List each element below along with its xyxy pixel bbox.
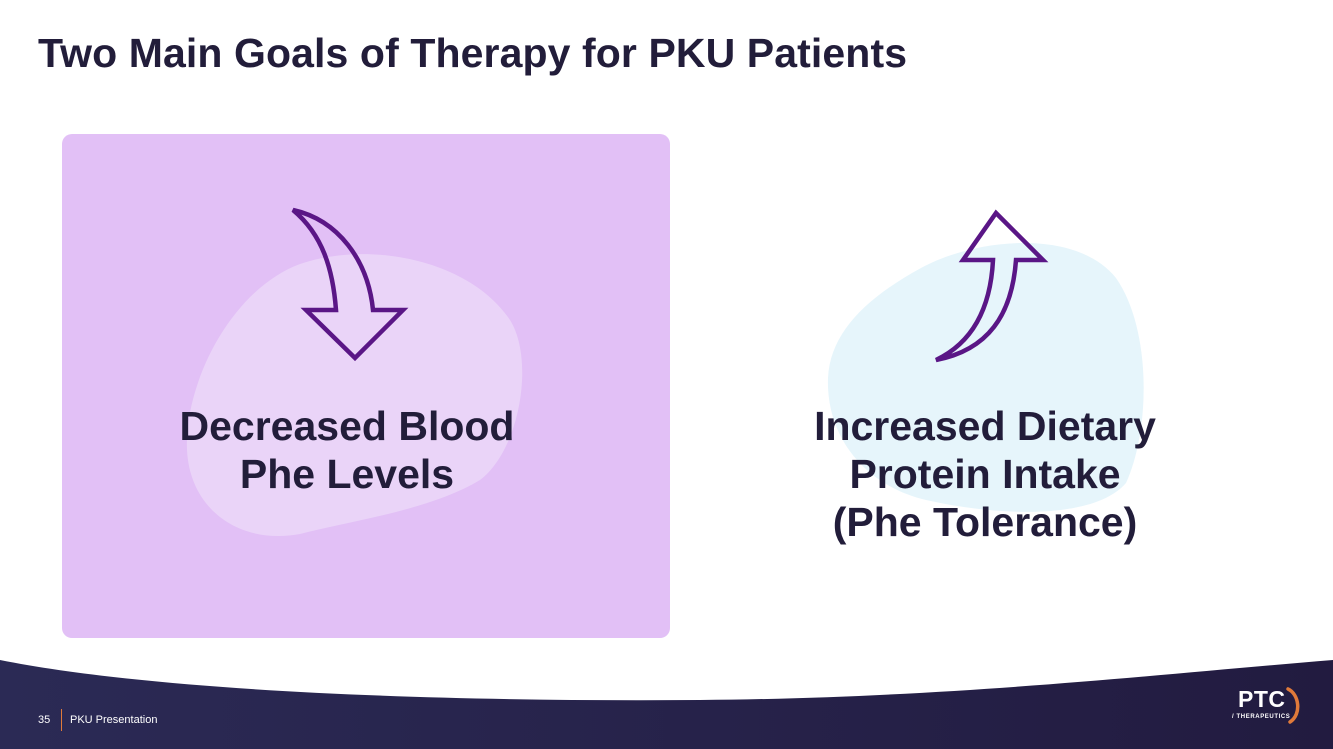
right-goal-blob: [827, 243, 1144, 512]
curved-arrow-up-icon: [935, 209, 1049, 363]
curved-arrow-down-icon: [291, 207, 409, 362]
ptc-therapeutics-logo: PTC / THERAPEUTICS: [1228, 686, 1306, 726]
goal-label-increased-protein: Increased Dietary Protein Intake (Phe To…: [755, 402, 1215, 546]
goal-label-decreased-phe: Decreased Blood Phe Levels: [120, 402, 574, 498]
logo-main-text: PTC: [1238, 686, 1286, 712]
slide-number: 35: [38, 714, 51, 726]
left-goal-blob: [186, 254, 523, 537]
footer-wave: [0, 660, 1333, 749]
logo-arc-icon: [1286, 687, 1300, 724]
slide-title: Two Main Goals of Therapy for PKU Patien…: [38, 30, 908, 76]
goal-label-line: Increased Dietary: [814, 403, 1156, 449]
footer-divider: [61, 709, 62, 731]
goal-label-line: Decreased Blood: [179, 403, 515, 449]
goal-label-line: (Phe Tolerance): [832, 499, 1138, 545]
goal-label-line: Phe Levels: [239, 451, 455, 497]
logo-sub-text: / THERAPEUTICS: [1232, 714, 1291, 720]
presentation-name: PKU Presentation: [70, 714, 158, 726]
goal-label-line: Protein Intake: [849, 451, 1121, 497]
